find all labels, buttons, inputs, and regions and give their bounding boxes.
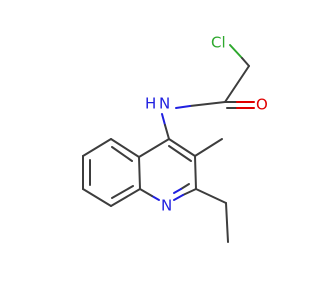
bond-cl-ch2 — [229, 44, 243, 59]
bond-c4-c4a — [138, 138, 170, 158]
ring-nitrogen-label: N — [161, 197, 172, 215]
bond-c2-n1 — [182, 188, 197, 196]
bond-ch2-cl-segment — [241, 57, 250, 67]
bond-c2-ethyl-ch2 — [195, 188, 227, 204]
bond-c4a-c8a — [138, 156, 141, 190]
bond-c4a-c5 — [110, 138, 140, 158]
bond-c7-c8 — [82, 188, 112, 207]
bond-c8-c8a — [110, 188, 141, 207]
bond-n1-c8a — [139, 188, 153, 197]
bond-c4-c3 — [168, 138, 196, 157]
bond-c2-n1-inner-n — [173, 188, 182, 194]
molecule-structure: Cl H N O N — [82, 34, 268, 243]
bond-c3-c2 — [194, 155, 197, 190]
bond-c4a-c5-inner — [111, 146, 133, 162]
carbonyl-oxygen-label: O — [256, 96, 268, 114]
bond-c2-n1-n — [173, 194, 184, 201]
bond-c4-c3-inner — [168, 145, 192, 162]
bond-c3-methyl — [194, 138, 223, 157]
bond-nh-carbonyl-n — [175, 105, 191, 109]
bond-n1-c8a-n — [151, 195, 160, 201]
chlorine-atom-label: Cl — [211, 34, 226, 52]
bond-carbonyl-nh — [189, 101, 226, 107]
bond-c8-c8a-inner — [111, 185, 134, 199]
amide-hydrogen-label: H — [145, 95, 156, 113]
bond-nh-ring — [164, 124, 170, 140]
bond-c2-n1-inner — [180, 183, 190, 190]
bond-ch2-carbonyl — [224, 65, 250, 103]
bond-ethyl-ch2-ch3 — [225, 202, 229, 243]
bond-c5-c6 — [82, 138, 112, 157]
amide-nitrogen-label: N — [159, 95, 170, 113]
bond-nh-ring-n — [161, 113, 166, 126]
